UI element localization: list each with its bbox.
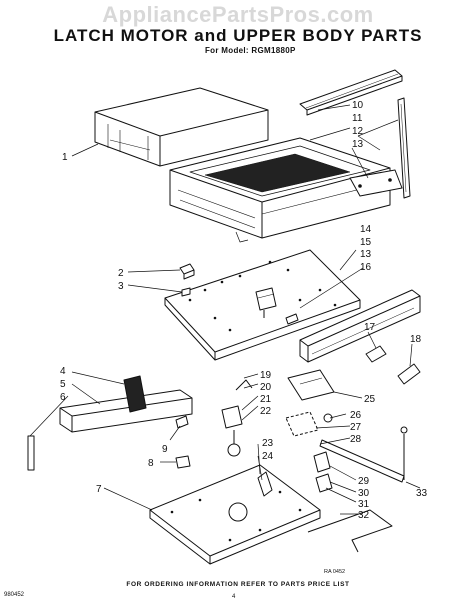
vertical-rail-part (397, 97, 411, 199)
callout-1: 1 (62, 152, 68, 163)
callout-28: 28 (350, 434, 362, 445)
callout-5: 5 (60, 379, 66, 390)
callout-19: 19 (260, 370, 272, 381)
side-rail-part (299, 289, 421, 363)
switch-part (175, 455, 191, 469)
callout-21: 21 (260, 394, 272, 405)
screw-part (400, 426, 408, 480)
latch-bracket-part (285, 411, 333, 437)
callout-32: 32 (358, 510, 370, 521)
latch-guide-part (365, 345, 387, 363)
callout-4: 4 (60, 366, 66, 377)
latch-arm-part (313, 439, 405, 493)
callout-6: 6 (60, 392, 66, 403)
callout-20: 20 (260, 382, 272, 393)
callout-9: 9 (162, 444, 168, 455)
top-cover-part (94, 87, 269, 167)
grommet-part (181, 287, 191, 297)
reference-code: RA 0452 (324, 569, 345, 575)
callout-18: 18 (410, 334, 422, 345)
callout-7: 7 (96, 484, 102, 495)
diagram-title: LATCH MOTOR and UPPER BODY PARTS (53, 26, 423, 45)
bracket-part (349, 169, 403, 197)
callout-26: 26 (350, 410, 362, 421)
callout-8: 8 (148, 458, 154, 469)
callout-31: 31 (358, 499, 370, 510)
watermark: AppliancePartsPros.com (102, 2, 374, 27)
callout-13b: 13 (360, 249, 372, 260)
callout-10: 10 (352, 100, 364, 111)
callout-11: 11 (352, 113, 363, 124)
callout-30: 30 (358, 488, 370, 499)
callout-16: 16 (360, 262, 372, 273)
callout-15: 15 (360, 237, 372, 248)
spring-clip-part (175, 415, 189, 429)
page-number: 4 (232, 594, 236, 600)
callout-33: 33 (416, 488, 428, 499)
callout-3: 3 (118, 281, 124, 292)
left-channel-part (59, 375, 193, 433)
top-rail-part (299, 69, 403, 116)
latch-motor-assembly (221, 379, 253, 457)
ordering-note: FOR ORDERING INFORMATION REFER TO PARTS … (126, 581, 350, 588)
sensor-part (285, 313, 299, 325)
callout-22: 22 (260, 406, 272, 417)
model-subtitle: For Model: RGM1880P (205, 46, 296, 55)
latch-motor-part (255, 287, 277, 318)
callout-24: 24 (262, 451, 274, 462)
bumper-part (179, 263, 195, 280)
callout-17: 17 (364, 322, 376, 333)
callout-14: 14 (360, 224, 372, 235)
callout-13: 13 (352, 139, 364, 150)
post-part (27, 435, 35, 471)
callout-29: 29 (358, 476, 370, 487)
bottom-plate (149, 464, 321, 565)
callout-23: 23 (262, 438, 274, 449)
callout-25: 25 (364, 394, 376, 405)
latch-handle-part (397, 363, 421, 385)
document-number: 980452 (4, 592, 25, 598)
part-callouts: 1 10 11 12 13 14 15 13 16 2 3 17 18 4 5 … (60, 100, 428, 575)
switch-bank-part (287, 369, 335, 401)
leader-lines (29, 104, 421, 515)
callout-12: 12 (352, 126, 364, 137)
latch-rod-part (307, 509, 393, 553)
callout-2: 2 (118, 268, 124, 279)
callout-27: 27 (350, 422, 362, 433)
